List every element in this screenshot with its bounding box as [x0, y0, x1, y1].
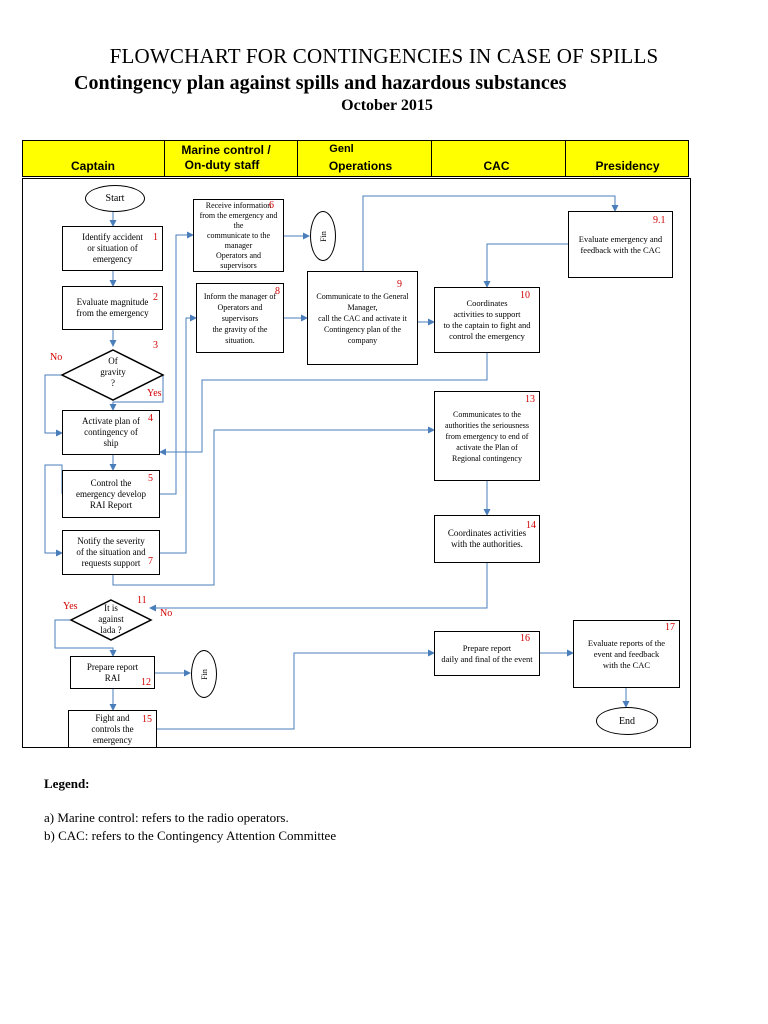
step-12-prepare-rai: Prepare report RAI: [70, 656, 155, 689]
connector-3-yes: [109, 375, 164, 411]
step-9-1-text: Evaluate emergency and feedback with the…: [578, 233, 663, 255]
lane-operations-label: Operations: [328, 159, 393, 173]
step-number-6: 6: [269, 200, 274, 211]
legend-item-b: b) CAC: refers to the Contingency Attent…: [44, 828, 337, 843]
step-5-control-emergency: Control the emergency develop RAI Report: [62, 470, 160, 518]
page-date: October 2015: [341, 97, 433, 114]
step-9-text: Communicate to the General Manager, call…: [316, 291, 409, 345]
step-13-communicate-authorities: Communicates to the authorities the seri…: [434, 391, 540, 481]
connector-5-7: [44, 464, 63, 557]
step-number-14: 14: [526, 520, 536, 531]
lane-captain-label: Captain: [70, 159, 115, 173]
step-9-1-evaluate-emergency: Evaluate emergency and feedback with the…: [568, 211, 673, 278]
start-label: Start: [105, 193, 125, 204]
decision-gravity-no-label: No: [50, 352, 63, 363]
step-14-coordinate-authorities: Coordinates activities with the authorit…: [434, 515, 540, 563]
step-number-12: 12: [141, 677, 151, 688]
step-number-10: 10: [520, 290, 530, 301]
step-number-1: 1: [153, 232, 158, 243]
end-terminator: End: [596, 707, 658, 735]
decision-gravity-shape: [60, 349, 165, 401]
connector-14-11: [149, 563, 488, 612]
step-number-9-1: 9.1: [653, 215, 666, 226]
connector-9-9-1: [362, 195, 619, 271]
step-number-13: 13: [525, 394, 535, 405]
legend-item-a: a) Marine control: refers to the radio o…: [44, 810, 289, 825]
connector-3-no: [44, 374, 63, 437]
step-4-activate-plan: Activate plan of contingency of ship: [62, 410, 160, 455]
step-2-text: Evaluate magnitude from the emergency: [76, 297, 149, 318]
lane-cac: CAC: [432, 140, 566, 177]
step-16-prepare-report: Prepare report daily and final of the ev…: [434, 631, 540, 676]
step-7-text: Notify the severity of the situation and…: [76, 536, 146, 568]
step-6-receive-information: Receive information from the emergency a…: [193, 199, 284, 272]
page-title: FLOWCHART FOR CONTINGENCIES IN CASE OF S…: [109, 44, 659, 68]
decision-gravity-text: Of gravity ?: [100, 356, 126, 388]
step-6-text: Receive information from the emergency a…: [199, 200, 278, 270]
step-number-7: 7: [148, 556, 153, 567]
start-terminator: Start: [85, 185, 145, 212]
lane-general-prefix: Genl: [329, 143, 354, 155]
step-13-text: Communicates to the authorities the seri…: [445, 409, 529, 463]
step-number-17: 17: [665, 622, 675, 633]
fin-terminator-1: Fin: [310, 211, 336, 261]
end-label: End: [618, 715, 636, 727]
step-10-text: Coordinates activities to support to the…: [443, 298, 531, 341]
step-8-inform-manager: Inform the manager of Operators and supe…: [196, 283, 284, 353]
step-14-text: Coordinates activities with the authorit…: [447, 528, 527, 549]
connector-5-6: [160, 231, 194, 495]
fin-terminator-2: Fin: [191, 650, 217, 698]
step-number-11: 11: [137, 595, 147, 606]
step-number-15: 15: [142, 714, 152, 725]
lane-cac-label: CAC: [483, 159, 510, 173]
connector-15-16: [157, 649, 435, 730]
step-17-evaluate-reports: Evaluate reports of the event and feedba…: [573, 620, 680, 688]
step-2-evaluate-magnitude: Evaluate magnitude from the emergency: [62, 286, 163, 330]
decision-gravity-yes-label: Yes: [147, 388, 162, 399]
lane-operations: Genl Operations: [298, 140, 432, 177]
step-number-8: 8: [275, 286, 280, 297]
legend-title: Legend:: [44, 776, 90, 791]
step-number-9: 9: [397, 279, 402, 290]
step-17-text: Evaluate reports of the event and feedba…: [587, 637, 666, 670]
lane-marine-control: Marine control / On-duty staff: [165, 140, 298, 177]
step-1-text: Identify accident or situation of emerge…: [82, 232, 143, 264]
decision-lada-yes-label: Yes: [63, 601, 78, 612]
step-number-2: 2: [153, 292, 158, 303]
step-1-identify-accident: Identify accident or situation of emerge…: [62, 226, 163, 271]
lane-presidency-label: Presidency: [595, 159, 660, 173]
connector-11-12: [54, 619, 117, 657]
page-subtitle: Contingency plan against spills and haza…: [74, 72, 567, 94]
connector-9-1-10: [483, 243, 568, 288]
decision-against-lada-text: It is against lada ?: [98, 603, 124, 635]
step-7-notify-severity: Notify the severity of the situation and…: [62, 530, 160, 575]
step-12-text: Prepare report RAI: [86, 661, 139, 683]
decision-lada-no-label: No: [160, 608, 173, 619]
step-number-5: 5: [148, 473, 153, 484]
step-9-communicate-general-manager: Communicate to the General Manager, call…: [307, 271, 418, 365]
step-15-fight-emergency: Fight and controls the emergency: [68, 710, 157, 748]
step-number-3: 3: [153, 340, 158, 351]
fin-label-1: Fin: [318, 230, 328, 242]
step-number-4: 4: [148, 413, 153, 424]
connector-7-8: [160, 314, 197, 554]
fin-label-2: Fin: [199, 668, 209, 680]
lane-marine-label-2: On-duty staff: [184, 158, 260, 172]
step-5-text: Control the emergency develop RAI Report: [75, 477, 147, 510]
step-8-text: Inform the manager of Operators and supe…: [203, 291, 277, 345]
lane-marine-label-1: Marine control /: [181, 143, 271, 157]
step-15-text: Fight and controls the emergency: [91, 712, 134, 745]
connector-7-13: [112, 426, 435, 586]
connector-10-4: [159, 353, 488, 456]
lane-presidency: Presidency: [566, 140, 689, 177]
step-4-text: Activate plan of contingency of ship: [82, 416, 140, 448]
step-number-16: 16: [520, 633, 530, 644]
lane-captain: Captain: [22, 140, 165, 177]
step-16-text: Prepare report daily and final of the ev…: [441, 642, 533, 664]
swimlane-header: [22, 140, 689, 177]
step-10-coordinates-support: Coordinates activities to support to the…: [434, 287, 540, 353]
decision-against-lada-shape: [69, 599, 153, 641]
